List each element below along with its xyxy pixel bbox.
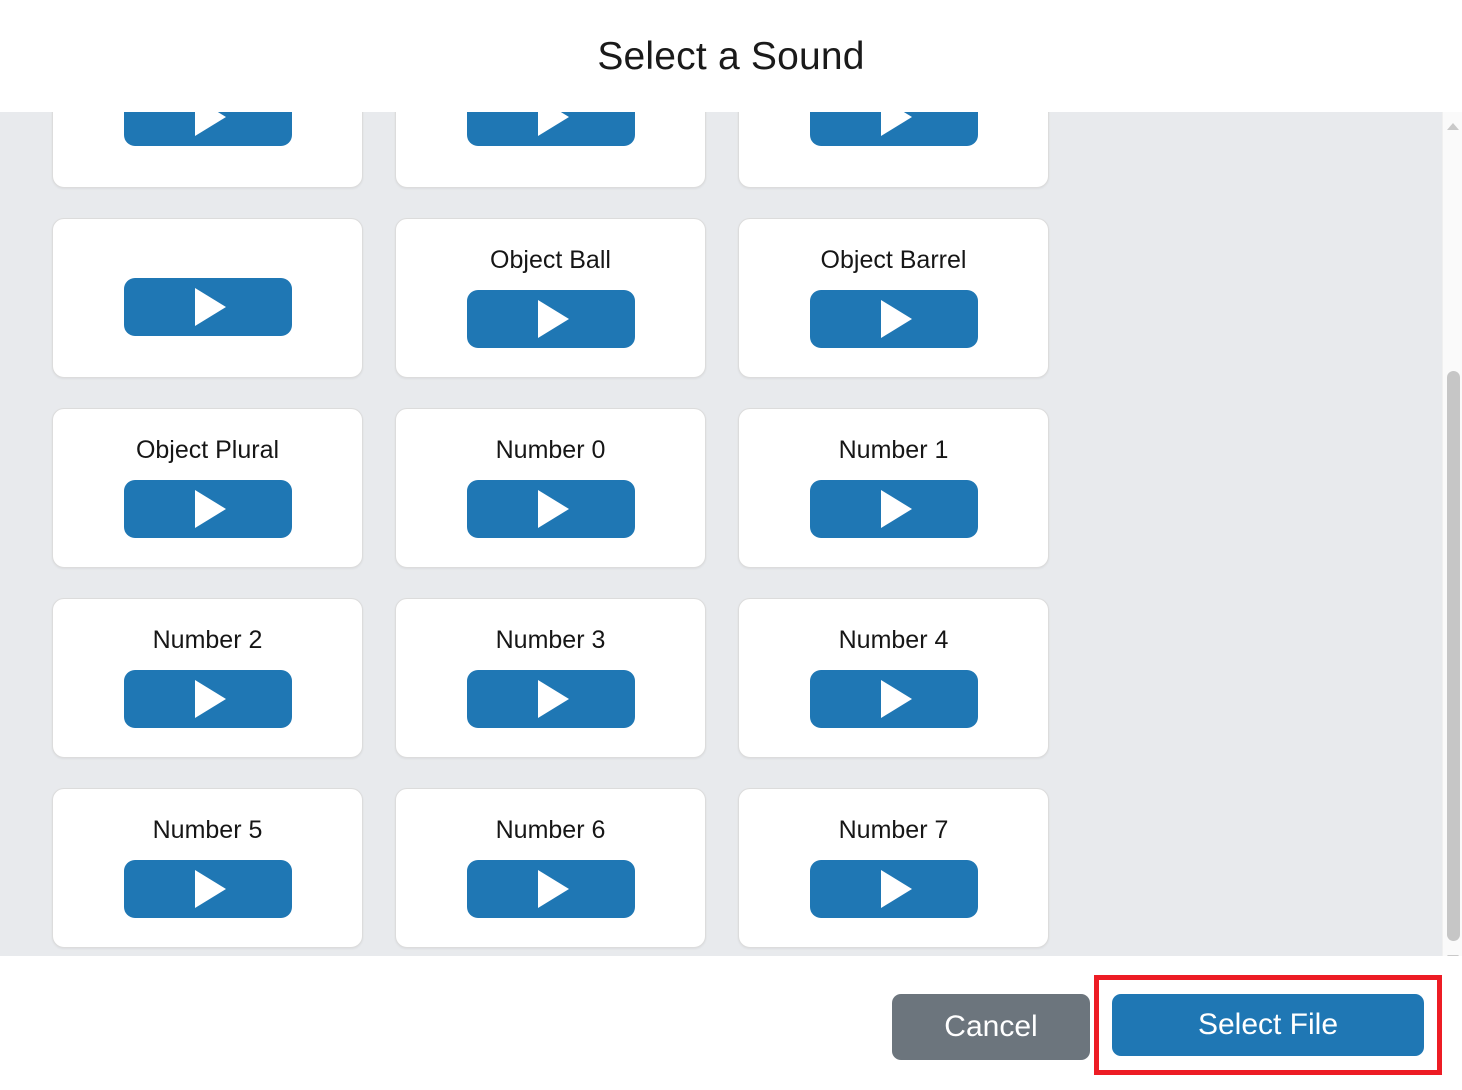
sound-card[interactable]: Number 0 <box>395 408 706 568</box>
sound-card[interactable]: Number 3 <box>395 598 706 758</box>
sound-card[interactable]: Number 2 <box>52 598 363 758</box>
play-icon <box>195 287 226 326</box>
sound-card[interactable]: Number 5 <box>52 788 363 948</box>
page-title: Select a Sound <box>597 34 865 78</box>
select-file-button[interactable]: Select File <box>1112 994 1424 1056</box>
sound-card-label: Number 6 <box>495 816 606 844</box>
scroll-down-arrow-icon[interactable] <box>1443 948 1462 956</box>
play-button[interactable] <box>809 860 978 918</box>
sound-card-label: Number 7 <box>838 816 949 844</box>
play-icon <box>195 490 226 528</box>
play-button[interactable] <box>123 670 292 728</box>
sound-card[interactable] <box>52 218 363 378</box>
play-button[interactable] <box>809 112 978 146</box>
play-icon <box>538 112 569 136</box>
sound-card[interactable]: Number 6 <box>395 788 706 948</box>
scrollbar-thumb[interactable] <box>1447 371 1460 941</box>
play-button[interactable] <box>466 480 635 538</box>
caret-up-glyph <box>1447 122 1459 130</box>
play-icon <box>881 870 912 908</box>
play-button[interactable] <box>466 860 635 918</box>
dialog-footer: Cancel Select File <box>0 956 1462 1090</box>
play-icon <box>881 490 912 528</box>
play-icon <box>881 680 912 718</box>
play-icon <box>195 680 226 718</box>
sound-card[interactable] <box>395 112 706 188</box>
play-icon <box>538 680 569 718</box>
select-file-highlight-box: Select File <box>1094 975 1442 1075</box>
sound-card-label: Number 0 <box>495 436 606 464</box>
sound-card-label: Number 1 <box>838 436 949 464</box>
sound-card[interactable]: Object Plural <box>52 408 363 568</box>
vertical-scrollbar[interactable] <box>1442 112 1462 956</box>
sound-card[interactable]: Object Ball <box>395 218 706 378</box>
sound-card[interactable] <box>52 112 363 188</box>
sound-card[interactable]: Object Barrel <box>738 218 1049 378</box>
sound-card-label: Object Ball <box>490 246 611 274</box>
play-icon <box>881 112 912 136</box>
caret-down-glyph <box>1447 954 1459 956</box>
dialog-header: Select a Sound <box>0 0 1462 112</box>
sound-card-label: Number 2 <box>152 626 263 654</box>
play-icon <box>538 870 569 908</box>
scroll-up-arrow-icon[interactable] <box>1443 116 1462 136</box>
sound-card-label: Number 3 <box>495 626 606 654</box>
play-icon <box>538 300 569 338</box>
play-button[interactable] <box>809 290 978 348</box>
sound-card-label: Object Plural <box>135 436 280 464</box>
sound-card-label: Object Barrel <box>820 246 967 274</box>
sound-card[interactable]: Number 4 <box>738 598 1049 758</box>
cancel-button[interactable]: Cancel <box>892 994 1090 1060</box>
play-icon <box>881 300 912 338</box>
play-button[interactable] <box>123 112 292 146</box>
play-button[interactable] <box>466 670 635 728</box>
sound-card-label: Number 4 <box>838 626 949 654</box>
play-button[interactable] <box>466 290 635 348</box>
play-button[interactable] <box>809 480 978 538</box>
sound-card[interactable]: Number 1 <box>738 408 1049 568</box>
play-icon <box>538 490 569 528</box>
play-button[interactable] <box>123 277 292 336</box>
play-button[interactable] <box>809 670 978 728</box>
play-icon <box>195 870 226 908</box>
play-button[interactable] <box>466 112 635 146</box>
play-icon <box>195 112 226 136</box>
play-button[interactable] <box>123 860 292 918</box>
sound-card-label: Number 5 <box>152 816 263 844</box>
sound-card[interactable]: Number 7 <box>738 788 1049 948</box>
play-button[interactable] <box>123 480 292 538</box>
sound-card[interactable] <box>738 112 1049 188</box>
